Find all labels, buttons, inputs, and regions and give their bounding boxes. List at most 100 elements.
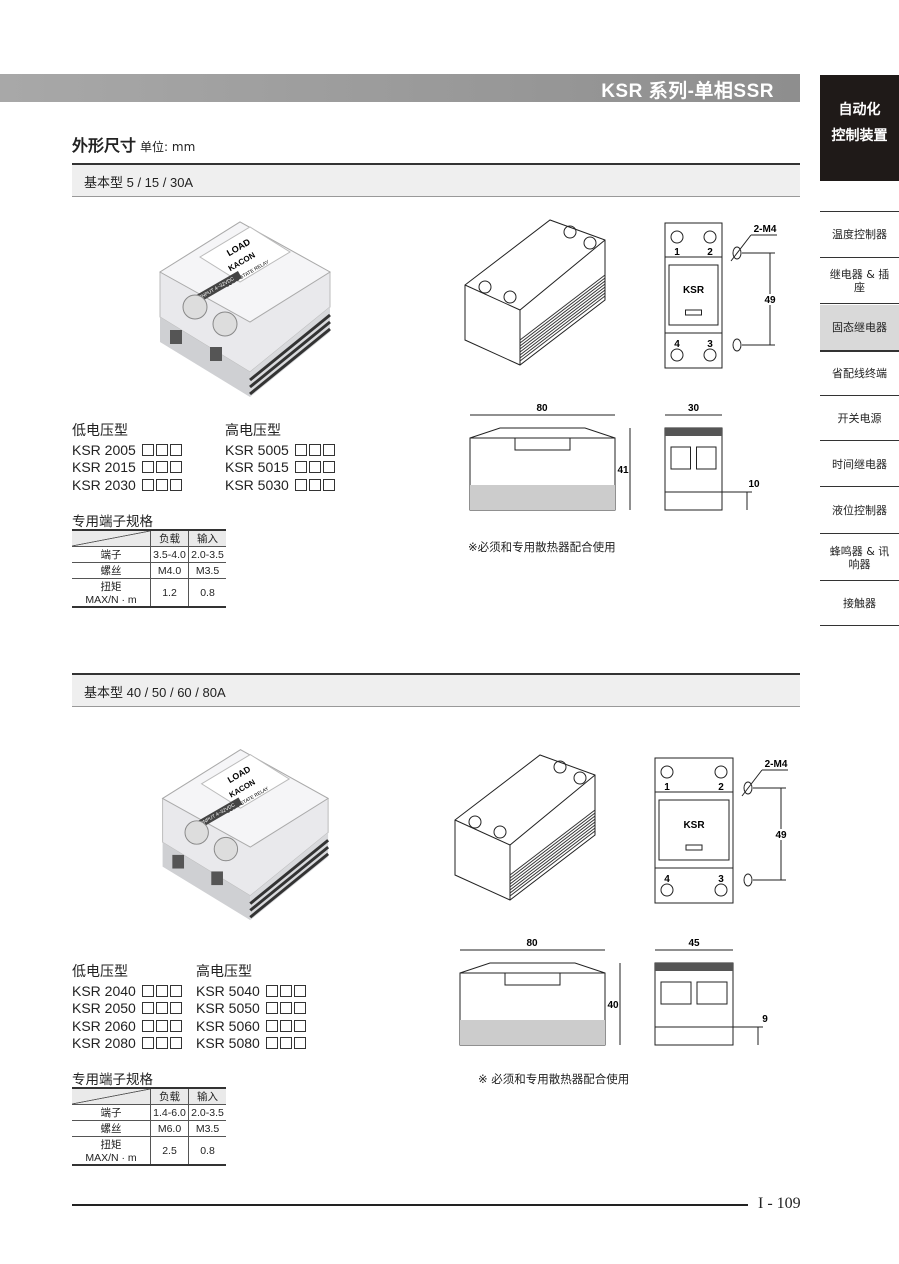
option-box: [265, 1037, 278, 1049]
table-cell: 1.4-6.0: [150, 1104, 189, 1121]
sidebar-item[interactable]: 时间继电器: [820, 442, 899, 487]
model-item: KSR 5050: [196, 1000, 306, 1018]
sidebar-item[interactable]: 固态继电器: [820, 305, 899, 352]
dim-t3: 3: [707, 339, 713, 350]
dim-t2: 2: [718, 782, 724, 793]
page-title: KSR 系列-单相SSR: [601, 81, 774, 102]
dim-width: 30: [688, 403, 700, 414]
header-bar: KSR 系列-单相SSR: [0, 74, 800, 102]
sidebar-item-label: 温度控制器: [832, 228, 887, 241]
sidebar-item[interactable]: 继电器 & 插座: [820, 259, 899, 304]
option-box: [169, 1019, 182, 1032]
table-cell: 0.8: [188, 1136, 226, 1166]
sidebar-item-label: 液位控制器: [832, 504, 887, 517]
subsection-bar: 基本型 40 / 50 / 60 / 80A: [72, 673, 800, 707]
sidebar-top-line: [820, 211, 899, 212]
category-line1: 自动化: [838, 102, 881, 118]
dim-fin: 9: [762, 1014, 768, 1025]
sidebar-item[interactable]: 接触器: [820, 582, 899, 626]
sidebar-item-label: 省配线终端: [832, 367, 887, 380]
row-label: 螺丝: [72, 1120, 151, 1137]
option-box: [293, 1019, 306, 1032]
model-item: KSR 5030: [225, 477, 335, 495]
dim-t1: 1: [664, 782, 670, 793]
option-box: [155, 461, 168, 473]
dim-width: 45: [688, 938, 700, 949]
subsection-bar: 基本型 5 / 15 / 30A: [72, 163, 800, 197]
model-number: KSR 2080: [72, 1035, 136, 1051]
dim-t1: 1: [674, 247, 680, 258]
model-item: KSR 2080: [72, 1035, 182, 1053]
model-group-title: 高电压型: [225, 422, 281, 438]
dim-hole: 2-M4: [754, 224, 777, 235]
dim-brand: KSR: [683, 285, 705, 296]
row-label-text: 螺丝: [100, 565, 122, 577]
row-label-text: 端子: [100, 549, 122, 561]
option-box: [141, 1037, 154, 1049]
model-number: KSR 5050: [196, 1000, 260, 1016]
model-number: KSR 5005: [225, 441, 289, 458]
model-item: KSR 2060: [72, 1018, 182, 1036]
column-header: 负载: [150, 530, 189, 547]
sidebar-item[interactable]: 液位控制器: [820, 488, 899, 534]
sidebar-item[interactable]: 省配线终端: [820, 352, 899, 396]
option-box: [141, 1002, 154, 1014]
model-item: KSR 5005: [225, 442, 335, 460]
dim-height: 41: [617, 465, 629, 476]
table-cell: 1.2: [150, 578, 189, 608]
option-box: [169, 984, 182, 997]
option-box: [169, 1002, 182, 1014]
option-box: [155, 984, 168, 997]
dim-height: 40: [607, 1000, 619, 1011]
option-box: [155, 1037, 168, 1049]
option-box: [293, 1037, 306, 1049]
dim-brand: KSR: [683, 820, 705, 831]
option-box: [169, 1037, 182, 1049]
model-number: KSR 5080: [196, 1035, 260, 1051]
subsection-title: 基本型 40 / 50 / 60 / 80A: [84, 685, 226, 700]
unit-label: 单位: mm: [140, 140, 196, 154]
model-number: KSR 2050: [72, 1000, 136, 1016]
model-item: KSR 2030: [72, 477, 182, 495]
table-cell: 2.0-3.5: [188, 546, 226, 563]
option-box: [169, 461, 182, 473]
table-cell: 3.5-4.0: [150, 546, 189, 563]
model-number: KSR 5030: [225, 476, 289, 493]
model-item: KSR 2050: [72, 1000, 182, 1018]
sidebar-item[interactable]: 温度控制器: [820, 212, 899, 258]
footer-divider: [72, 1204, 748, 1206]
option-box: [322, 461, 335, 473]
column-header: 输入: [188, 1088, 226, 1105]
spec-title: 专用端子规格: [72, 1072, 153, 1088]
option-box: [155, 443, 168, 456]
model-number: KSR 2015: [72, 459, 136, 475]
end-view: 45 9: [654, 938, 768, 1046]
model-number: KSR 2005: [72, 441, 136, 458]
model-item: KSR 2040: [72, 983, 182, 1001]
model-number: KSR 5015: [225, 459, 289, 475]
subsection-title: 基本型 5 / 15 / 30A: [84, 175, 194, 190]
category-tab[interactable]: 自动化 控制装置: [820, 75, 899, 181]
dim-length: 80: [536, 403, 548, 414]
sidebar-item-label: 固态继电器: [832, 321, 887, 334]
sidebar-item-label: 时间继电器: [832, 457, 887, 471]
option-box: [265, 1002, 278, 1014]
model-item: KSR 2005: [72, 442, 182, 460]
row-label-unit: MAX/N · m: [85, 1152, 137, 1164]
section-title-text: 外形尺寸: [72, 136, 137, 155]
model-item: KSR 5080: [196, 1035, 306, 1053]
model-number: KSR 5060: [196, 1017, 260, 1034]
dim-fin: 10: [748, 479, 760, 490]
high-voltage-models: 高电压型 KSR 5005 KSR 5015 KSR 5030: [225, 422, 335, 494]
sidebar-item[interactable]: 开关电源: [820, 397, 899, 441]
option-box: [141, 1019, 154, 1032]
sidebar-item[interactable]: 蜂鸣器 & 讯响器: [820, 535, 899, 581]
